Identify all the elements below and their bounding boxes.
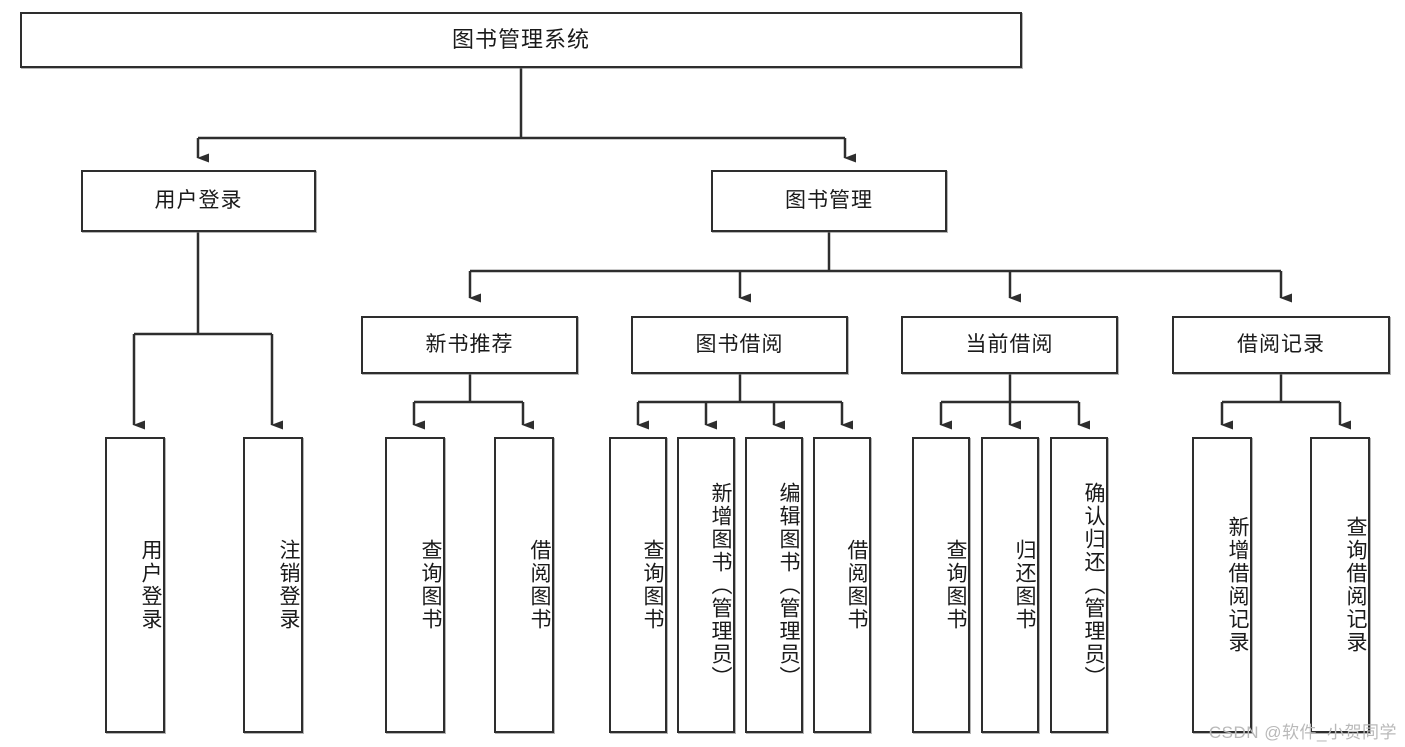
node-leaf-logout-login[interactable]: 注销登录 — [243, 437, 303, 733]
node-label: 用户登录 — [139, 539, 162, 631]
node-leaf-return-book[interactable]: 归还图书 — [981, 437, 1039, 733]
node-label: 新增图书（管理员） — [709, 481, 732, 689]
node-label: 借阅图书 — [845, 539, 868, 631]
node-root-book-management-system[interactable]: 图书管理系统 — [20, 12, 1022, 68]
node-label: 查询图书 — [944, 539, 967, 631]
node-label: 图书管理 — [785, 189, 873, 213]
node-label: 借阅记录 — [1237, 333, 1325, 357]
node-leaf-query-book-recommend[interactable]: 查询图书 — [385, 437, 445, 733]
node-label: 归还图书 — [1013, 539, 1036, 631]
node-new-book-recommend[interactable]: 新书推荐 — [361, 316, 578, 374]
node-leaf-user-login[interactable]: 用户登录 — [105, 437, 165, 733]
node-current-borrow[interactable]: 当前借阅 — [901, 316, 1118, 374]
node-leaf-query-borrow-record[interactable]: 查询借阅记录 — [1310, 437, 1370, 733]
node-book-borrow[interactable]: 图书借阅 — [631, 316, 848, 374]
node-book-manage[interactable]: 图书管理 — [711, 170, 947, 232]
node-borrow-record[interactable]: 借阅记录 — [1172, 316, 1390, 374]
node-label: 用户登录 — [154, 189, 243, 213]
node-leaf-query-book-borrow[interactable]: 查询图书 — [609, 437, 667, 733]
node-leaf-confirm-return[interactable]: 确认归还（管理员） — [1050, 437, 1108, 733]
node-label: 当前借阅 — [965, 333, 1054, 357]
csdn-watermark: CSDN @软件_小贺同学 — [1208, 723, 1397, 742]
node-label: 确认归还（管理员） — [1082, 481, 1105, 689]
node-label: 新书推荐 — [425, 333, 514, 357]
node-label: 注销登录 — [277, 539, 300, 631]
node-label: 编辑图书（管理员） — [777, 481, 800, 689]
node-label: 查询图书 — [419, 539, 442, 631]
node-leaf-borrow-book[interactable]: 借阅图书 — [813, 437, 871, 733]
node-leaf-add-book[interactable]: 新增图书（管理员） — [677, 437, 735, 733]
node-leaf-query-book-current[interactable]: 查询图书 — [912, 437, 970, 733]
node-label: 图书借阅 — [695, 333, 784, 357]
node-label: 查询图书 — [641, 539, 664, 631]
node-leaf-add-borrow-record[interactable]: 新增借阅记录 — [1192, 437, 1252, 733]
node-user-login[interactable]: 用户登录 — [81, 170, 316, 232]
node-label: 查询借阅记录 — [1344, 516, 1367, 654]
node-label: 新增借阅记录 — [1226, 516, 1249, 654]
node-leaf-edit-book[interactable]: 编辑图书（管理员） — [745, 437, 803, 733]
node-label: 图书管理系统 — [451, 26, 590, 52]
node-label: 借阅图书 — [528, 539, 551, 631]
node-leaf-borrow-book-recommend[interactable]: 借阅图书 — [494, 437, 554, 733]
